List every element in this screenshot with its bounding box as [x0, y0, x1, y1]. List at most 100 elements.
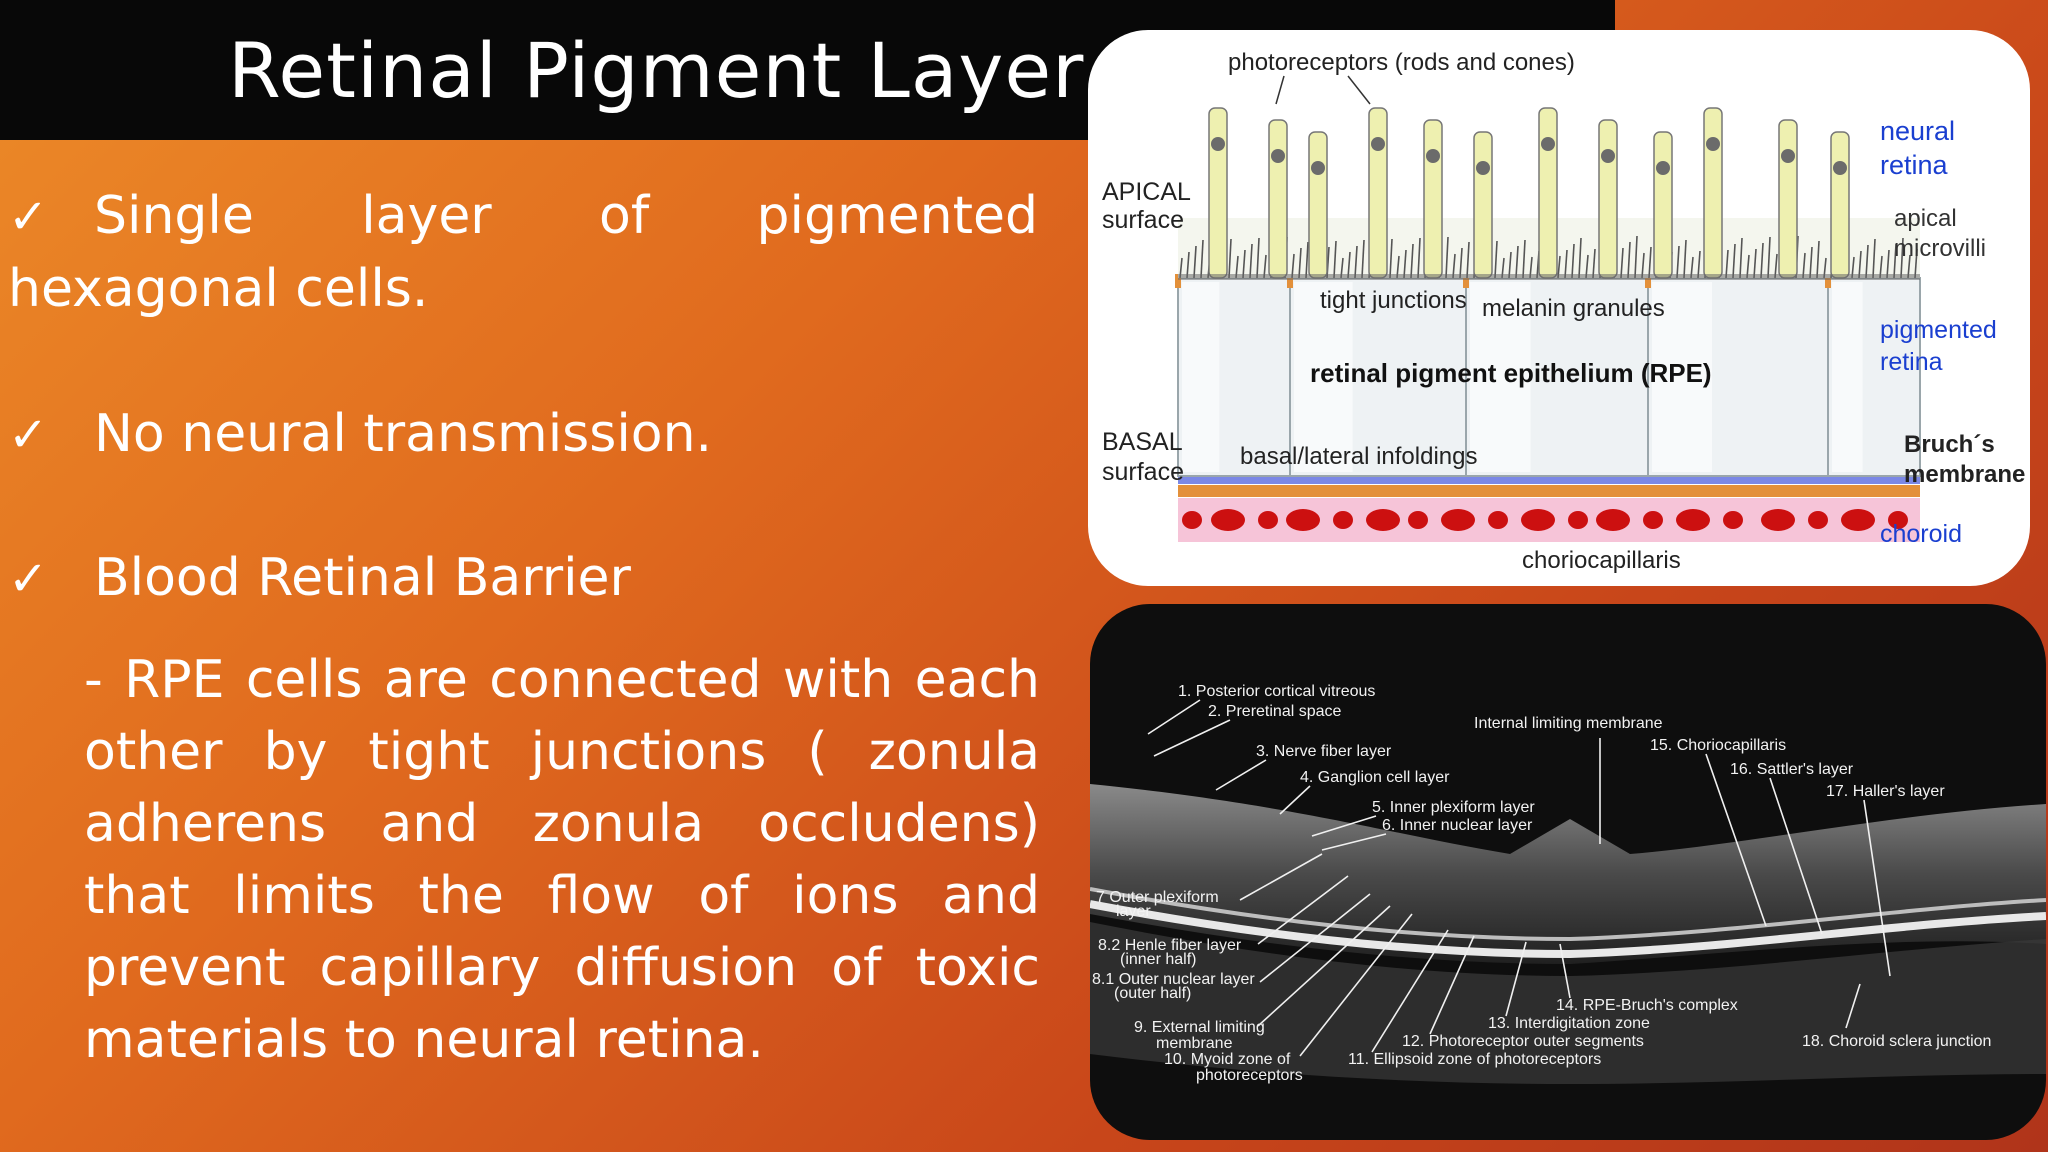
- slide-title: Retinal Pigment Layer: [228, 26, 1085, 115]
- oct-label: 9. External limiting: [1134, 1019, 1265, 1036]
- oct-label: 7 Outer plexiform: [1096, 889, 1219, 906]
- microvillus: [1522, 239, 1526, 279]
- photoreceptor-cells: [1208, 107, 1850, 279]
- choroid-vessel: [1723, 511, 1743, 529]
- microvillus: [1893, 243, 1897, 279]
- bullet-text: Blood Retinal Barrier: [94, 548, 631, 608]
- microvillus: [1725, 249, 1729, 279]
- microvillus: [1858, 250, 1862, 279]
- oct-label: 8.1 Outer nuclear layer: [1092, 971, 1255, 988]
- label-microvilli-2: microvilli: [1894, 235, 1986, 262]
- oct-leader: [1147, 699, 1201, 735]
- choroid-vessel: [1286, 509, 1320, 531]
- microvillus: [1578, 237, 1582, 279]
- label-basal: BASAL: [1102, 428, 1183, 456]
- rpe-cell-highlight: [1652, 282, 1712, 472]
- photoreceptor-nucleus: [1706, 137, 1720, 151]
- photoreceptor: [1703, 107, 1723, 279]
- photoreceptor: [1778, 119, 1798, 279]
- microvillus: [1739, 237, 1743, 279]
- oct-leader: [1279, 785, 1311, 815]
- choroid-vessel: [1643, 511, 1663, 529]
- oct-label: 4. Ganglion cell layer: [1300, 769, 1450, 786]
- bullet-text: Single layer of pigmented hexagonal cell…: [8, 186, 1038, 319]
- microvillus: [1410, 243, 1414, 279]
- photoreceptor: [1268, 119, 1288, 279]
- choroid-vessel: [1488, 511, 1508, 529]
- photoreceptor: [1208, 107, 1228, 279]
- basal-infoldings: [1178, 474, 1920, 484]
- bullet-text: No neural transmission.: [94, 404, 713, 464]
- rpe-cells: [1175, 274, 1921, 477]
- microvillus: [1683, 239, 1687, 279]
- label-choriocapillaris: choriocapillaris: [1522, 547, 1681, 574]
- microvillus: [1459, 247, 1463, 279]
- microvillus: [1347, 251, 1351, 279]
- choroid-vessel: [1568, 511, 1588, 529]
- oct-leader: [1239, 853, 1323, 901]
- label-melanin: melanin granules: [1482, 295, 1665, 322]
- bullet-2: ✓No neural transmission.: [8, 398, 1038, 471]
- microvillus: [1361, 239, 1365, 279]
- choroid-vessel: [1761, 509, 1795, 531]
- microvillus: [1767, 236, 1771, 279]
- choroid-vessel: [1211, 509, 1245, 531]
- microvillus: [1403, 249, 1407, 279]
- microvillus: [1816, 240, 1820, 279]
- label-rpe: retinal pigment epithelium (RPE): [1310, 358, 1712, 388]
- microvillus: [1802, 252, 1806, 279]
- oct-leader: [1505, 941, 1527, 1017]
- oct-label: photoreceptors: [1196, 1067, 1303, 1084]
- choroid-vessel: [1888, 511, 1908, 529]
- microvillus: [1732, 243, 1736, 279]
- label-pigmented: pigmented: [1880, 316, 1997, 344]
- photoreceptor: [1598, 119, 1618, 279]
- photoreceptor-nucleus: [1833, 161, 1847, 175]
- photoreceptor: [1830, 131, 1850, 279]
- microvillus: [1466, 241, 1470, 279]
- leader-line: [1275, 75, 1285, 105]
- label-basal-surface: surface: [1102, 458, 1184, 486]
- oct-label: 16. Sattler's layer: [1730, 761, 1854, 778]
- photoreceptor-nucleus: [1271, 149, 1285, 163]
- tight-junction: [1463, 274, 1469, 288]
- rpe-cell-highlight: [1470, 282, 1531, 472]
- choroid-vessel: [1408, 511, 1428, 529]
- photoreceptor: [1653, 131, 1673, 279]
- bullet-3: ✓Blood Retinal Barrier: [8, 542, 1038, 615]
- oct-leader-lines: [1147, 699, 1891, 1057]
- oct-rpe-line: [1090, 900, 2046, 959]
- choroid-vessel: [1366, 509, 1400, 531]
- microvillus: [1641, 252, 1645, 279]
- photoreceptor: [1423, 119, 1443, 279]
- oct-leader: [1153, 719, 1231, 757]
- oct-label: 14. RPE-Bruch's complex: [1556, 997, 1738, 1014]
- microvillus: [1648, 246, 1652, 279]
- rpe-cell-highlight: [1182, 282, 1220, 472]
- oct-label: Internal limiting membrane: [1474, 715, 1663, 732]
- photoreceptor-nucleus: [1781, 149, 1795, 163]
- oct-leader: [1299, 913, 1413, 1057]
- bullet-1: ✓Single layer of pigmented hexagonal cel…: [8, 180, 1038, 325]
- oct-leader: [1769, 777, 1823, 935]
- microvillus: [1417, 237, 1421, 279]
- tight-junction: [1175, 274, 1181, 288]
- tight-junction: [1645, 274, 1651, 288]
- oct-label: 15. Choriocapillaris: [1650, 737, 1786, 754]
- microvillus: [1571, 243, 1575, 279]
- oct-label: 8.2 Henle fiber layer: [1098, 937, 1242, 954]
- oct-label: (inner half): [1120, 951, 1196, 968]
- oct-label: membrane: [1156, 1035, 1233, 1052]
- oct-leader: [1257, 875, 1349, 945]
- microvillus: [1564, 249, 1568, 279]
- choroid-vessel: [1596, 509, 1630, 531]
- tight-junction: [1825, 274, 1831, 288]
- barrier-description: - RPE cells are connected with each othe…: [84, 650, 1040, 1070]
- label-choroid: choroid: [1880, 520, 1962, 548]
- oct-label: 6. Inner nuclear layer: [1382, 817, 1533, 834]
- microvillus: [1676, 245, 1680, 279]
- oct-label: (outer half): [1114, 985, 1191, 1002]
- microvillus: [1228, 238, 1232, 279]
